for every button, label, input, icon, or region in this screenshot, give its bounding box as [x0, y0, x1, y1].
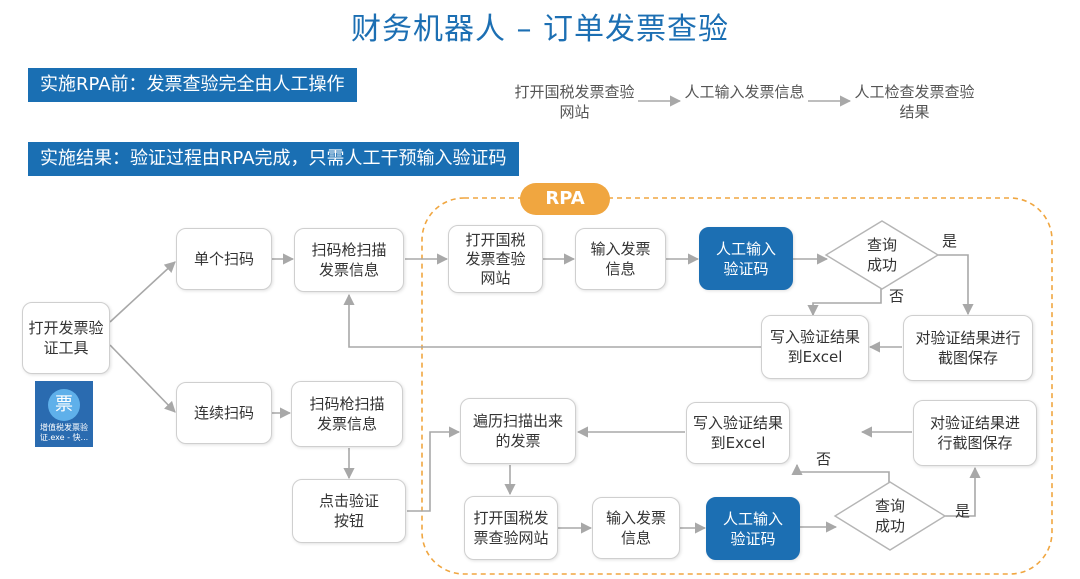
node-iterate-invoices: 遍历扫描出来的发票: [460, 398, 576, 464]
node-write-excel-1: 写入验证结果到Excel: [761, 315, 869, 379]
node-write-excel-2: 写入验证结果到Excel: [686, 402, 790, 464]
node-open-tool: 打开发票验证工具: [22, 302, 110, 374]
decision-label-1: 查询成功: [866, 236, 897, 274]
invoice-app-icon: 票: [48, 389, 80, 421]
manual-step-check-result: 人工检查发票查验结果: [854, 83, 975, 121]
node-open-site-2: 打开国税发票查验网站: [464, 496, 558, 560]
page-title: 财务机器人 – 订单发票查验: [350, 12, 730, 47]
node-manual-captcha-2: 人工输入验证码: [706, 497, 800, 560]
app-shortcut[interactable]: 票 增值税发票验证.exe - 快...: [35, 381, 93, 447]
node-input-invoice-1: 输入发票信息: [575, 228, 666, 290]
label-yes-1: 是: [942, 232, 958, 250]
node-open-site-1: 打开国税发票查验网站: [448, 225, 543, 293]
label-yes-2: 是: [955, 502, 971, 520]
node-single-scan: 单个扫码: [176, 228, 272, 290]
label-no-1: 否: [889, 287, 905, 305]
node-screenshot-1: 对验证结果进行截图保存: [903, 315, 1033, 381]
node-scan-info-2: 扫码枪扫描发票信息: [291, 381, 403, 447]
app-shortcut-caption: 增值税发票验证.exe - 快...: [39, 423, 89, 442]
node-continuous-scan: 连续扫码: [176, 382, 272, 444]
decision-query-success-1: [824, 220, 940, 290]
label-no-2: 否: [816, 450, 832, 468]
manual-step-open-site: 打开国税发票查验网站: [514, 83, 635, 121]
node-input-invoice-2: 输入发票信息: [592, 497, 680, 559]
node-click-verify: 点击验证按钮: [292, 479, 406, 543]
banner-before-rpa: 实施RPA前：发票查验完全由人工操作: [28, 68, 357, 102]
node-scan-info-1: 扫码枪扫描发票信息: [294, 228, 404, 292]
node-screenshot-2: 对验证结果进行截图保存: [913, 400, 1037, 466]
decision-label-2: 查询成功: [874, 497, 905, 535]
rpa-region: [421, 197, 1053, 575]
rpa-label: RPA: [520, 183, 610, 215]
decision-query-success-2: [833, 481, 947, 551]
node-manual-captcha-1: 人工输入验证码: [699, 227, 793, 290]
banner-after-rpa: 实施结果：验证过程由RPA完成，只需人工干预输入验证码: [28, 142, 519, 176]
manual-step-input-info: 人工输入发票信息: [684, 83, 805, 101]
